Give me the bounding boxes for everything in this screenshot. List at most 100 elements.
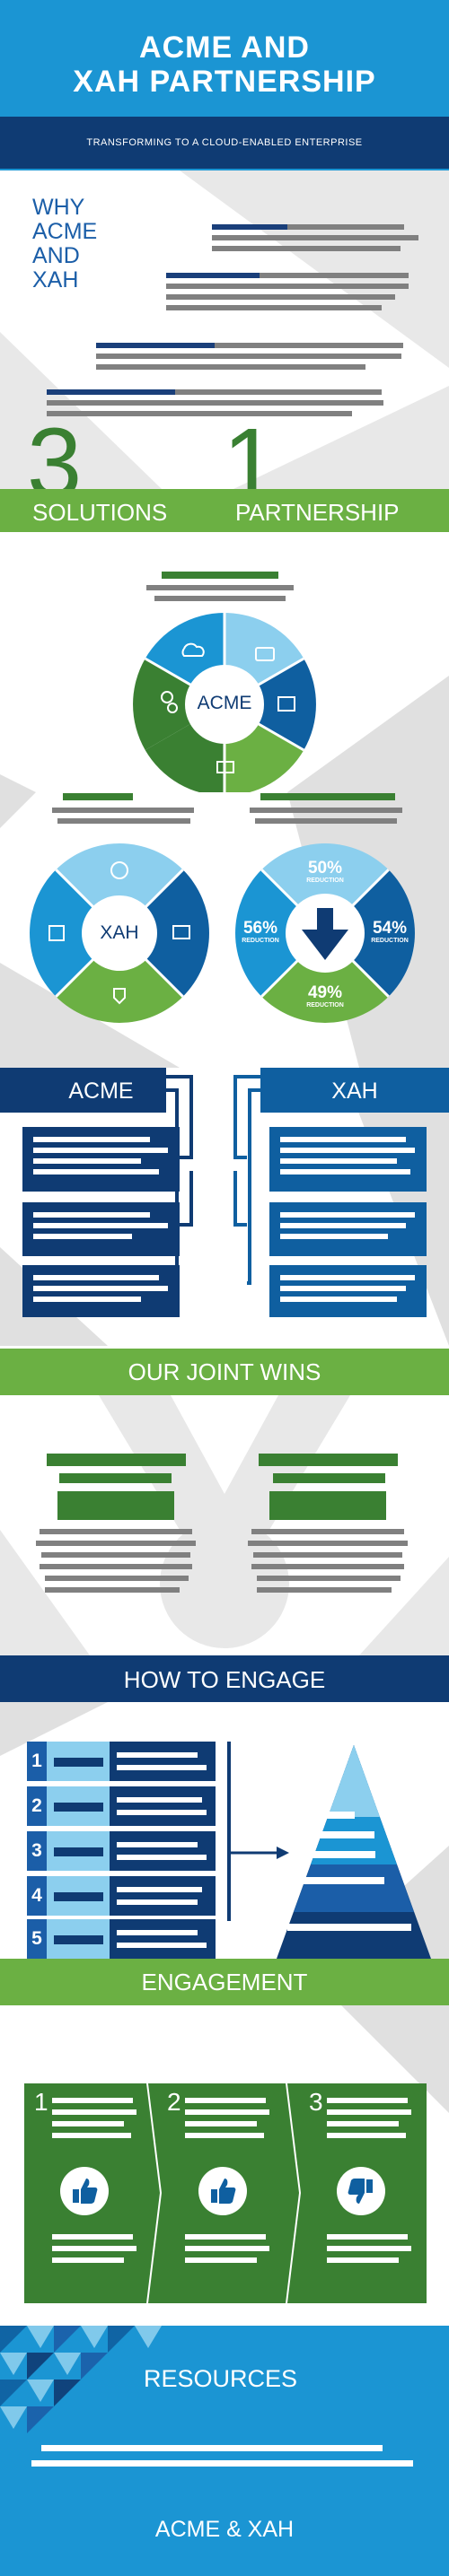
- text-line: [280, 1297, 397, 1302]
- reduction-label-left: REDUCTION: [242, 938, 279, 944]
- triangle-pattern: [0, 2326, 162, 2433]
- step-number: 5: [31, 1928, 42, 1949]
- win-title-line: [273, 1473, 385, 1483]
- compare-right-label: XAH: [331, 1078, 378, 1104]
- text-line: [212, 246, 401, 251]
- step-number: 3: [31, 1840, 42, 1861]
- text-line: [280, 1212, 415, 1218]
- arrow-right-icon: [230, 1847, 289, 1859]
- why-heading-line-4: XAH: [32, 267, 79, 293]
- text-line: [96, 354, 401, 359]
- text-line: [280, 1286, 406, 1291]
- text-line: [52, 2133, 131, 2138]
- text-line: [52, 2121, 124, 2126]
- step-number: 2: [31, 1795, 42, 1816]
- text-line: [33, 1169, 159, 1174]
- text-line: [185, 2109, 269, 2115]
- why-heading: WHY ACME AND XAH: [32, 196, 140, 293]
- steps-list: 1 2 3 4: [27, 1742, 216, 1959]
- text-line: [327, 2098, 408, 2103]
- thumbs-up-icon: [60, 2167, 109, 2215]
- win-title-line: [57, 1491, 174, 1520]
- step-number: 1: [31, 1751, 42, 1771]
- text-line: [280, 1169, 410, 1174]
- acme-wheel-text-line: [154, 596, 286, 601]
- compare-left-label: ACME: [68, 1078, 134, 1104]
- why-heading-line-2: ACME: [32, 219, 98, 244]
- text-line: [40, 1529, 192, 1534]
- text-line: [185, 2133, 264, 2138]
- text-line: [166, 294, 395, 300]
- engagement-card-number: 2: [167, 2088, 181, 2116]
- engagement-card-number: 3: [309, 2088, 323, 2116]
- text-line: [280, 1275, 415, 1280]
- text-line: [215, 343, 403, 348]
- solutions-label: SOLUTIONS: [32, 499, 168, 526]
- joint-wins-background: [0, 1395, 449, 1655]
- text-line: [185, 2234, 266, 2240]
- reduction-value-top: 50%: [307, 859, 343, 878]
- text-line: [327, 2234, 408, 2240]
- text-line: [33, 1297, 141, 1302]
- text-line: [33, 1275, 159, 1280]
- step-row: 3: [27, 1831, 216, 1871]
- text-line: [52, 2234, 133, 2240]
- win-title-line: [259, 1454, 398, 1466]
- how-to-engage-band: [0, 1655, 449, 1702]
- text-line: [212, 235, 418, 240]
- text-line: [327, 2109, 411, 2115]
- step-row: 4: [27, 1876, 216, 1916]
- compare-left-header: [0, 1068, 166, 1113]
- how-to-engage-heading: HOW TO ENGAGE: [123, 1666, 326, 1693]
- step-number: 4: [31, 1885, 42, 1906]
- resources-line: [31, 2460, 413, 2467]
- text-line: [47, 411, 352, 416]
- acme-wheel-text-line: [146, 585, 294, 590]
- text-line: [33, 1158, 141, 1164]
- acme-point-box: [22, 1202, 180, 1256]
- step-row: 1: [27, 1742, 216, 1781]
- text-line: [33, 1212, 150, 1218]
- text-line: [280, 1158, 397, 1164]
- text-line: [280, 1137, 406, 1142]
- reduction-label-top: REDUCTION: [306, 878, 344, 884]
- xah-wheel-center-label: XAH: [100, 922, 139, 943]
- text-line: [185, 2121, 257, 2126]
- text-line: [185, 2246, 269, 2251]
- text-line: [36, 1541, 196, 1546]
- step-row: 2: [27, 1786, 216, 1826]
- reduction-wheel-text-line: [255, 818, 397, 824]
- win-title-line: [59, 1473, 172, 1483]
- acme-wheel: [133, 613, 316, 796]
- text-line: [33, 1148, 168, 1153]
- text-line: [41, 1552, 190, 1558]
- text-line: [257, 1576, 401, 1581]
- text-line: [251, 1564, 404, 1569]
- acme-wheel-title-line: [162, 572, 278, 579]
- reduction-label-right: REDUCTION: [371, 938, 409, 944]
- why-heading-line-1: WHY: [32, 195, 85, 220]
- text-line: [45, 1587, 180, 1593]
- reduction-wheel-title-line: [260, 793, 395, 800]
- xah-wheel: [30, 843, 209, 1023]
- reduction-label-bottom: REDUCTION: [306, 1002, 344, 1009]
- xah-point-box: [269, 1265, 427, 1317]
- text-line: [327, 2257, 399, 2263]
- text-line: [166, 305, 382, 310]
- text-line: [260, 273, 409, 278]
- header-title-line1: ACME AND: [139, 31, 310, 65]
- engage-divider: [227, 1742, 231, 1921]
- text-line: [52, 2257, 124, 2263]
- reduction-wheel-text-line: [250, 808, 402, 813]
- text-line: [253, 1552, 402, 1558]
- why-background: [0, 170, 449, 489]
- text-line: [327, 2121, 399, 2126]
- acme-wheel-center-label: ACME: [197, 693, 252, 713]
- text-line: [33, 1286, 168, 1291]
- reduction-wheel: [235, 843, 415, 1023]
- text-line: [47, 400, 383, 406]
- text-line: [40, 1564, 192, 1569]
- engagement-band: [0, 1959, 449, 2005]
- step-row: 5: [27, 1919, 216, 1959]
